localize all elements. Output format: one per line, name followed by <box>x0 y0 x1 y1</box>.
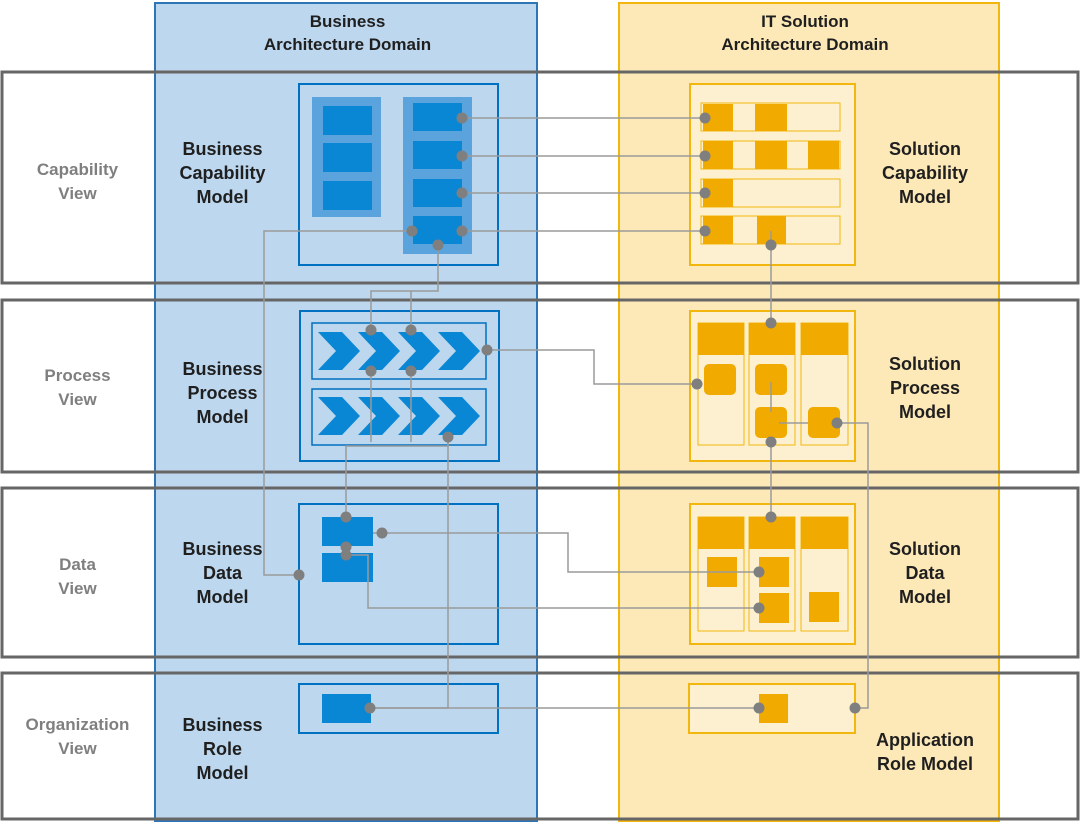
model-label-line: Model <box>196 587 249 607</box>
view-label-line: View <box>58 739 97 758</box>
it-domain-title: IT Solution Architecture Domain <box>700 10 910 56</box>
view-label-line: View <box>58 579 97 598</box>
view-label-line: Data <box>59 555 96 574</box>
model-label-line: Business <box>182 539 263 559</box>
application-role-model-diagram <box>688 683 856 734</box>
model-label-line: Business <box>182 715 263 735</box>
view-label-line: Process <box>44 366 111 385</box>
view-label-line: View <box>58 390 97 409</box>
data-view-row <box>0 486 1080 659</box>
solution-data-model-diagram <box>689 503 856 645</box>
business-data-model-label: Business Data Model <box>160 537 285 609</box>
model-label-line: Model <box>899 402 951 422</box>
capability-view-row <box>0 70 1080 285</box>
model-label-line: Data <box>202 563 242 583</box>
solution-capability-model-label: Solution Capability Model <box>860 137 990 209</box>
business-process-model-diagram <box>299 310 500 462</box>
capability-view-label: Capability View <box>10 158 145 206</box>
view-label-line: Capability <box>36 160 119 179</box>
business-domain-title-line1: Business <box>309 12 386 31</box>
model-label-line: Process <box>187 383 258 403</box>
it-domain-title-line1: IT Solution <box>761 12 849 31</box>
business-role-model-diagram <box>298 683 499 734</box>
view-label-line: Organization <box>25 715 130 734</box>
data-view-label: Data View <box>10 553 145 601</box>
model-label-line: Capability <box>881 163 969 183</box>
model-label-line: Business <box>182 139 263 159</box>
it-domain-title-line2: Architecture Domain <box>721 35 889 54</box>
business-process-model-label: Business Process Model <box>160 357 285 429</box>
model-label-line: Role Model <box>876 754 973 774</box>
process-view-label: Process View <box>10 364 145 412</box>
connector-dots <box>293 112 861 714</box>
solution-data-model-label: Solution Data Model <box>860 537 990 609</box>
model-label-line: Capability <box>179 163 266 183</box>
model-label-line: Model <box>899 187 951 207</box>
view-label-line: View <box>58 184 97 203</box>
business-capability-model-label: Business Capability Model <box>160 137 285 209</box>
solution-process-model-diagram <box>689 310 856 462</box>
model-label-line: Solution <box>889 139 961 159</box>
model-label-line: Solution <box>889 539 961 559</box>
connector-lines <box>263 117 869 709</box>
business-domain-title-line2: Architecture Domain <box>263 35 432 54</box>
model-label-line: Role <box>202 739 242 759</box>
solution-capability-model-diagram <box>689 83 856 266</box>
business-role-model-label: Business Role Model <box>160 713 285 785</box>
organization-view-label: Organization View <box>10 713 145 761</box>
model-label-line: Model <box>196 407 249 427</box>
business-domain-title: Business Architecture Domain <box>255 10 440 56</box>
model-label-line: Model <box>899 587 951 607</box>
model-label-line: Application <box>876 730 974 750</box>
model-label-line: Data <box>905 563 945 583</box>
model-label-line: Process <box>889 378 961 398</box>
organization-view-row <box>0 671 1080 821</box>
model-label-line: Model <box>196 763 249 783</box>
model-label-line: Model <box>196 187 249 207</box>
process-view-row <box>0 298 1080 474</box>
model-label-line: Solution <box>889 354 961 374</box>
application-role-model-label: Application Role Model <box>850 728 1000 776</box>
solution-process-model-label: Solution Process Model <box>860 352 990 424</box>
model-label-line: Business <box>182 359 263 379</box>
